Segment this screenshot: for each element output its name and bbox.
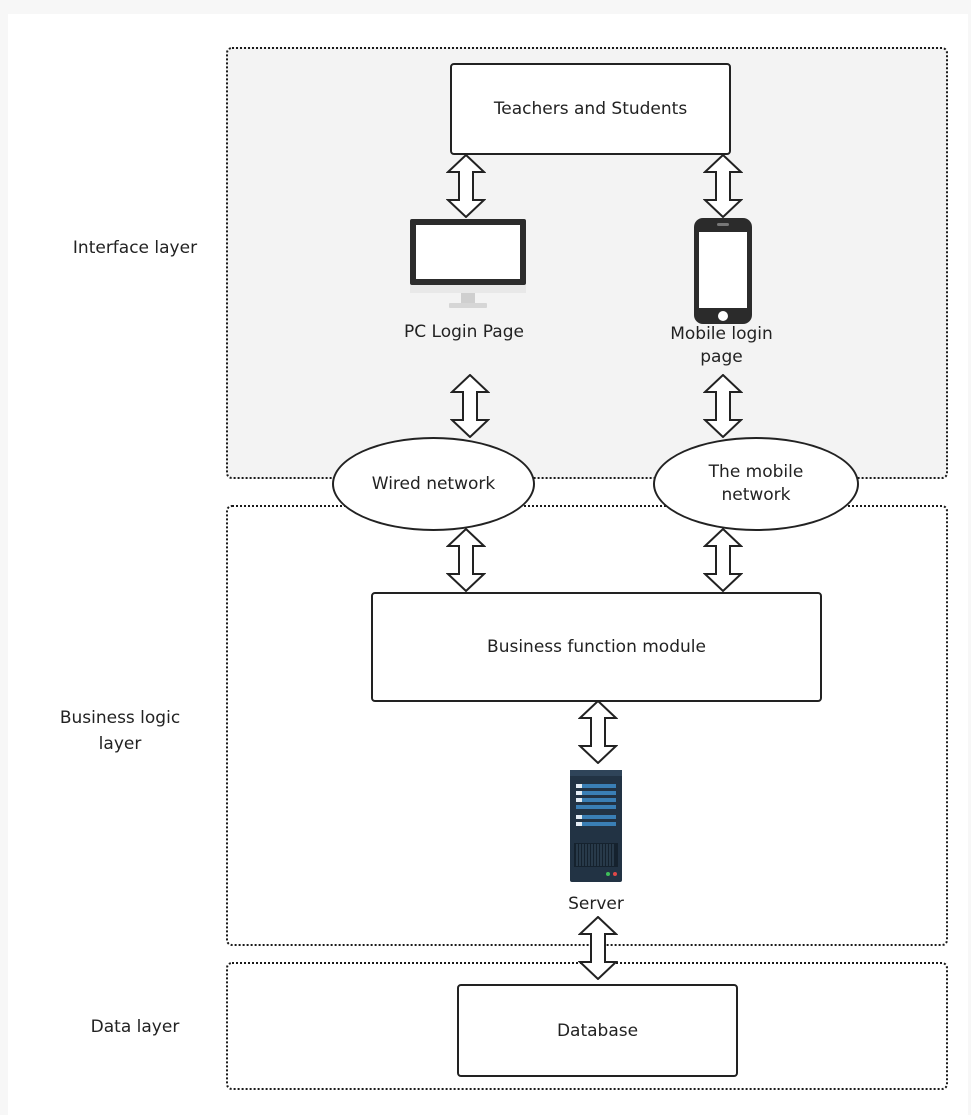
business-layer-label: Business logic layer bbox=[59, 708, 181, 754]
desktop-monitor-icon bbox=[410, 219, 526, 308]
mobile-network-label: The mobile network bbox=[709, 461, 804, 507]
double-arrow-icon bbox=[703, 528, 743, 592]
double-arrow-icon bbox=[446, 528, 486, 592]
smartphone-icon bbox=[694, 218, 752, 324]
interface-layer-label: Interface layer bbox=[72, 238, 198, 258]
double-arrow-icon bbox=[703, 374, 743, 438]
server-label: Server bbox=[568, 894, 624, 914]
wired-network-node: Wired network bbox=[332, 437, 535, 531]
database-label: Database bbox=[556, 1020, 639, 1041]
server-rack-icon bbox=[570, 770, 622, 882]
mobile-login-line-1: Mobile login bbox=[670, 324, 773, 344]
database-box: Database bbox=[457, 984, 738, 1077]
mobile-network-line-1: The mobile bbox=[708, 462, 804, 482]
mobile-login-page-label: Mobile login page bbox=[649, 323, 794, 369]
mobile-network-line-2: network bbox=[721, 485, 791, 505]
double-arrow-icon bbox=[446, 154, 486, 218]
wired-network-label: Wired network bbox=[371, 473, 496, 494]
mobile-login-line-2: page bbox=[700, 347, 743, 367]
data-layer-label: Data layer bbox=[90, 1017, 180, 1037]
double-arrow-icon bbox=[450, 374, 490, 438]
teachers-students-box: Teachers and Students bbox=[450, 63, 731, 155]
teachers-students-label: Teachers and Students bbox=[493, 99, 688, 119]
double-arrow-icon bbox=[578, 700, 618, 764]
business-function-module-box: Business function module bbox=[371, 592, 822, 702]
pc-login-page-label: PC Login Page bbox=[404, 322, 524, 342]
double-arrow-icon bbox=[578, 916, 618, 980]
mobile-network-node: The mobile network bbox=[653, 437, 859, 531]
business-function-module-label: Business function module bbox=[487, 637, 706, 657]
double-arrow-icon bbox=[703, 154, 743, 218]
